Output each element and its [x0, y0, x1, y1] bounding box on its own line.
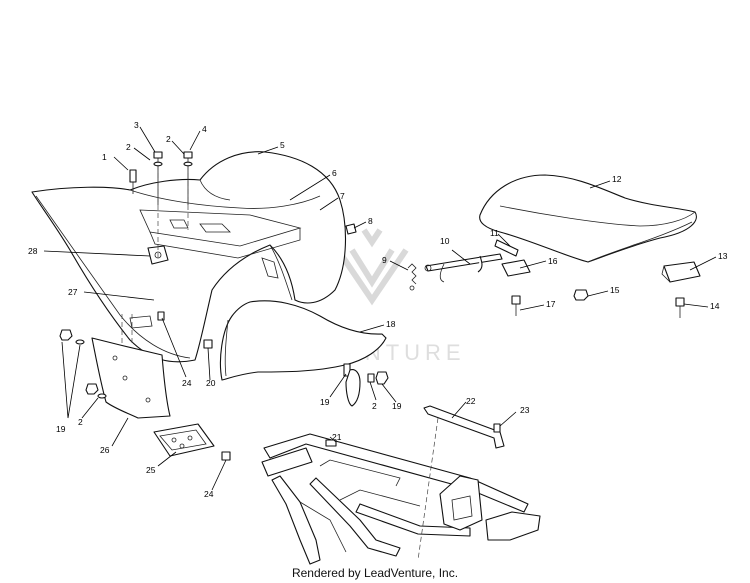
watermark-logo — [335, 228, 409, 306]
frame — [261, 417, 541, 565]
seat-bracket — [661, 261, 701, 318]
callout-2: 2 — [166, 134, 171, 144]
callout-8: 8 — [368, 216, 373, 226]
callout-24: 24 — [204, 489, 214, 499]
mud-flap — [91, 314, 171, 419]
latch-spring — [407, 263, 417, 291]
flap-hardware — [59, 329, 107, 419]
mount-bolt — [345, 223, 357, 235]
callout-28: 28 — [28, 246, 38, 256]
callout-4: 4 — [202, 124, 207, 134]
latch-plate — [501, 259, 531, 277]
rear-brace — [423, 405, 505, 449]
callout-15: 15 — [610, 285, 620, 295]
seat-latch — [424, 239, 519, 283]
side-panel — [219, 300, 387, 381]
callout-numbers: 1 2 3 2 4 5 6 7 8 28 27 9 10 11 12 13 16… — [28, 120, 728, 499]
hitch-plate — [153, 423, 231, 461]
callout-5: 5 — [280, 140, 285, 150]
callout-1: 1 — [102, 152, 107, 162]
footer-credit: Rendered by LeadVenture, Inc. — [291, 566, 459, 580]
callout-11: 11 — [490, 228, 499, 238]
callout-2: 2 — [126, 142, 131, 152]
callout-19: 19 — [392, 401, 402, 411]
panel-fasteners — [157, 311, 389, 407]
callout-18: 18 — [386, 319, 396, 329]
callout-19-left: 19 — [56, 424, 66, 434]
callout-16: 16 — [548, 256, 558, 266]
callout-3: 3 — [134, 120, 139, 130]
callout-13: 13 — [718, 251, 728, 261]
callout-26: 26 — [100, 445, 110, 455]
callout-19: 19 — [320, 397, 330, 407]
callout-17: 17 — [546, 299, 556, 309]
nut-and-screw — [511, 289, 589, 316]
callout-10: 10 — [440, 236, 450, 246]
fastener-bolts — [129, 151, 193, 260]
callout-leaders — [43, 126, 717, 491]
callout-12: 12 — [612, 174, 622, 184]
callout-2: 2 — [372, 401, 377, 411]
callout-6: 6 — [332, 168, 337, 178]
callout-7: 7 — [340, 191, 345, 201]
callout-9: 9 — [382, 255, 387, 265]
callout-20: 20 — [206, 378, 216, 388]
callout-14: 14 — [710, 301, 720, 311]
callout-22: 22 — [466, 396, 476, 406]
callout-27: 27 — [68, 287, 78, 297]
rear-fender — [31, 151, 346, 363]
callout-21: 21 — [332, 432, 342, 442]
callout-25: 25 — [146, 465, 156, 475]
seat — [479, 174, 697, 263]
callout-2: 2 — [78, 417, 83, 427]
callout-23: 23 — [520, 405, 530, 415]
callout-24: 24 — [182, 378, 192, 388]
